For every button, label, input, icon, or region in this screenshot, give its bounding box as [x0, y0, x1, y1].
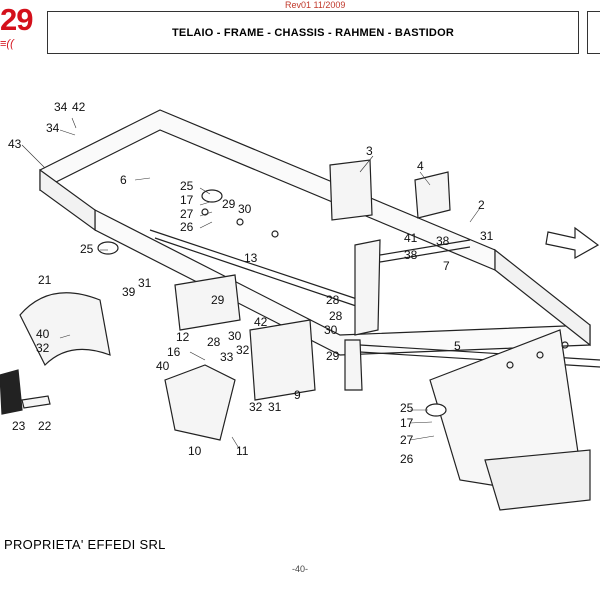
page-number: -40-	[291, 564, 308, 574]
part-label: 17	[180, 193, 194, 207]
logo-mark: ≡((	[0, 38, 14, 50]
bracket-4	[414, 171, 451, 219]
logo-number: 29	[0, 2, 33, 37]
part-label: 33	[220, 350, 234, 364]
part-label: 43	[8, 137, 22, 151]
part-labels: 34 42 34 43 6 25 17 27 26 29 30 3 4 2 41…	[8, 100, 494, 466]
bumper-25a	[201, 189, 223, 203]
fender-21	[19, 292, 111, 367]
part-label: 25	[180, 179, 194, 193]
bumper-25c	[425, 403, 447, 417]
part-label: 42	[254, 315, 268, 329]
part-label: 31	[268, 400, 282, 414]
plate-10	[164, 364, 236, 441]
cross-tube-2	[379, 239, 471, 263]
part-label: 6	[120, 173, 127, 187]
bracket-9	[249, 319, 316, 401]
bumper-25b	[97, 241, 119, 255]
part-label: 40	[36, 327, 50, 341]
part-label: 16	[167, 345, 181, 359]
rear-cross-member	[494, 248, 591, 347]
part-label: 11	[236, 444, 249, 458]
revision-label: Rev01 11/2009	[285, 0, 346, 10]
upright-post	[354, 239, 381, 336]
rear-cradle	[484, 449, 591, 511]
part-label: 5	[454, 339, 461, 353]
part-label: 17	[400, 416, 414, 430]
side-plate-12	[174, 274, 241, 331]
part-label: 4	[417, 159, 424, 173]
part-label: 31	[480, 229, 494, 243]
part-label: 32	[236, 343, 250, 357]
part-label: 30	[324, 323, 338, 337]
reflector-23	[0, 369, 23, 415]
part-label: 21	[38, 273, 52, 287]
part-label: 28	[207, 335, 221, 349]
exploded-frame-diagram: 34 42 34 43 6 25 17 27 26 29 30 3 4 2 41…	[0, 100, 600, 511]
part-label: 38	[436, 234, 450, 248]
part-label: 25	[400, 401, 414, 415]
part-label: 39	[122, 285, 136, 299]
pivot-arm	[344, 339, 363, 391]
part-label: 34	[46, 121, 60, 135]
part-label: 40	[156, 359, 170, 373]
part-label: 3	[366, 144, 373, 158]
part-label: 42	[72, 100, 86, 114]
part-label: 32	[249, 400, 263, 414]
part-label: 30	[228, 329, 242, 343]
part-label: 28	[326, 293, 340, 307]
part-label: 27	[180, 207, 194, 221]
part-label: 7	[443, 259, 450, 273]
part-label: 27	[400, 433, 414, 447]
part-label: 31	[138, 276, 152, 290]
bracket-3	[329, 159, 373, 221]
part-label: 26	[400, 452, 414, 466]
part-label: 29	[211, 293, 225, 307]
direction-arrow	[545, 226, 600, 260]
part-label: 29	[222, 197, 236, 211]
part-label: 22	[38, 419, 52, 433]
part-label: 2	[478, 198, 485, 212]
part-label: 25	[80, 242, 94, 256]
part-label: 12	[176, 330, 190, 344]
ownership-notice: PROPRIETA' EFFEDI SRL	[4, 537, 166, 552]
part-label: 9	[294, 388, 301, 402]
part-label: 30	[238, 202, 252, 216]
bracket-22	[21, 395, 51, 409]
part-label: 23	[12, 419, 26, 433]
part-label: 32	[36, 341, 50, 355]
title-box: TELAIO - FRAME - CHASSIS - RAHMEN - BAST…	[47, 11, 579, 54]
part-label: 38	[404, 248, 418, 262]
part-label: 29	[326, 349, 340, 363]
cross-tube-1	[149, 229, 363, 309]
header-side-box	[587, 11, 600, 54]
part-label: 34	[54, 100, 68, 114]
brand-logo: 29 ≡((	[0, 2, 46, 54]
page-title: TELAIO - FRAME - CHASSIS - RAHMEN - BAST…	[172, 26, 454, 39]
part-label: 13	[244, 251, 258, 265]
part-label: 41	[404, 231, 418, 245]
part-label: 28	[329, 309, 343, 323]
part-label: 10	[188, 444, 202, 458]
part-label: 26	[180, 220, 194, 234]
front-cross-member	[39, 168, 96, 232]
